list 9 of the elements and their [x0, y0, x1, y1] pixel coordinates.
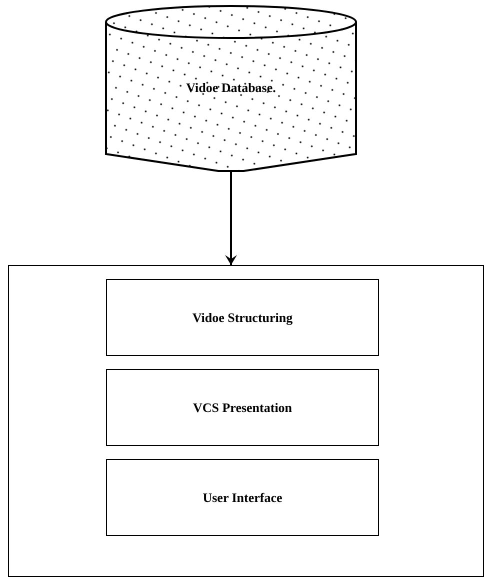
- node-label: User Interface: [202, 490, 282, 506]
- process-box: [106, 369, 379, 446]
- process-box: [106, 459, 379, 536]
- container-box: [8, 265, 484, 577]
- node-label: Vidoe Database.: [186, 80, 276, 96]
- node-label: Vidoe Structuring: [192, 310, 293, 326]
- process-box: [106, 279, 379, 356]
- arrow: [225, 172, 237, 265]
- node-label: VCS Presentation: [192, 400, 292, 416]
